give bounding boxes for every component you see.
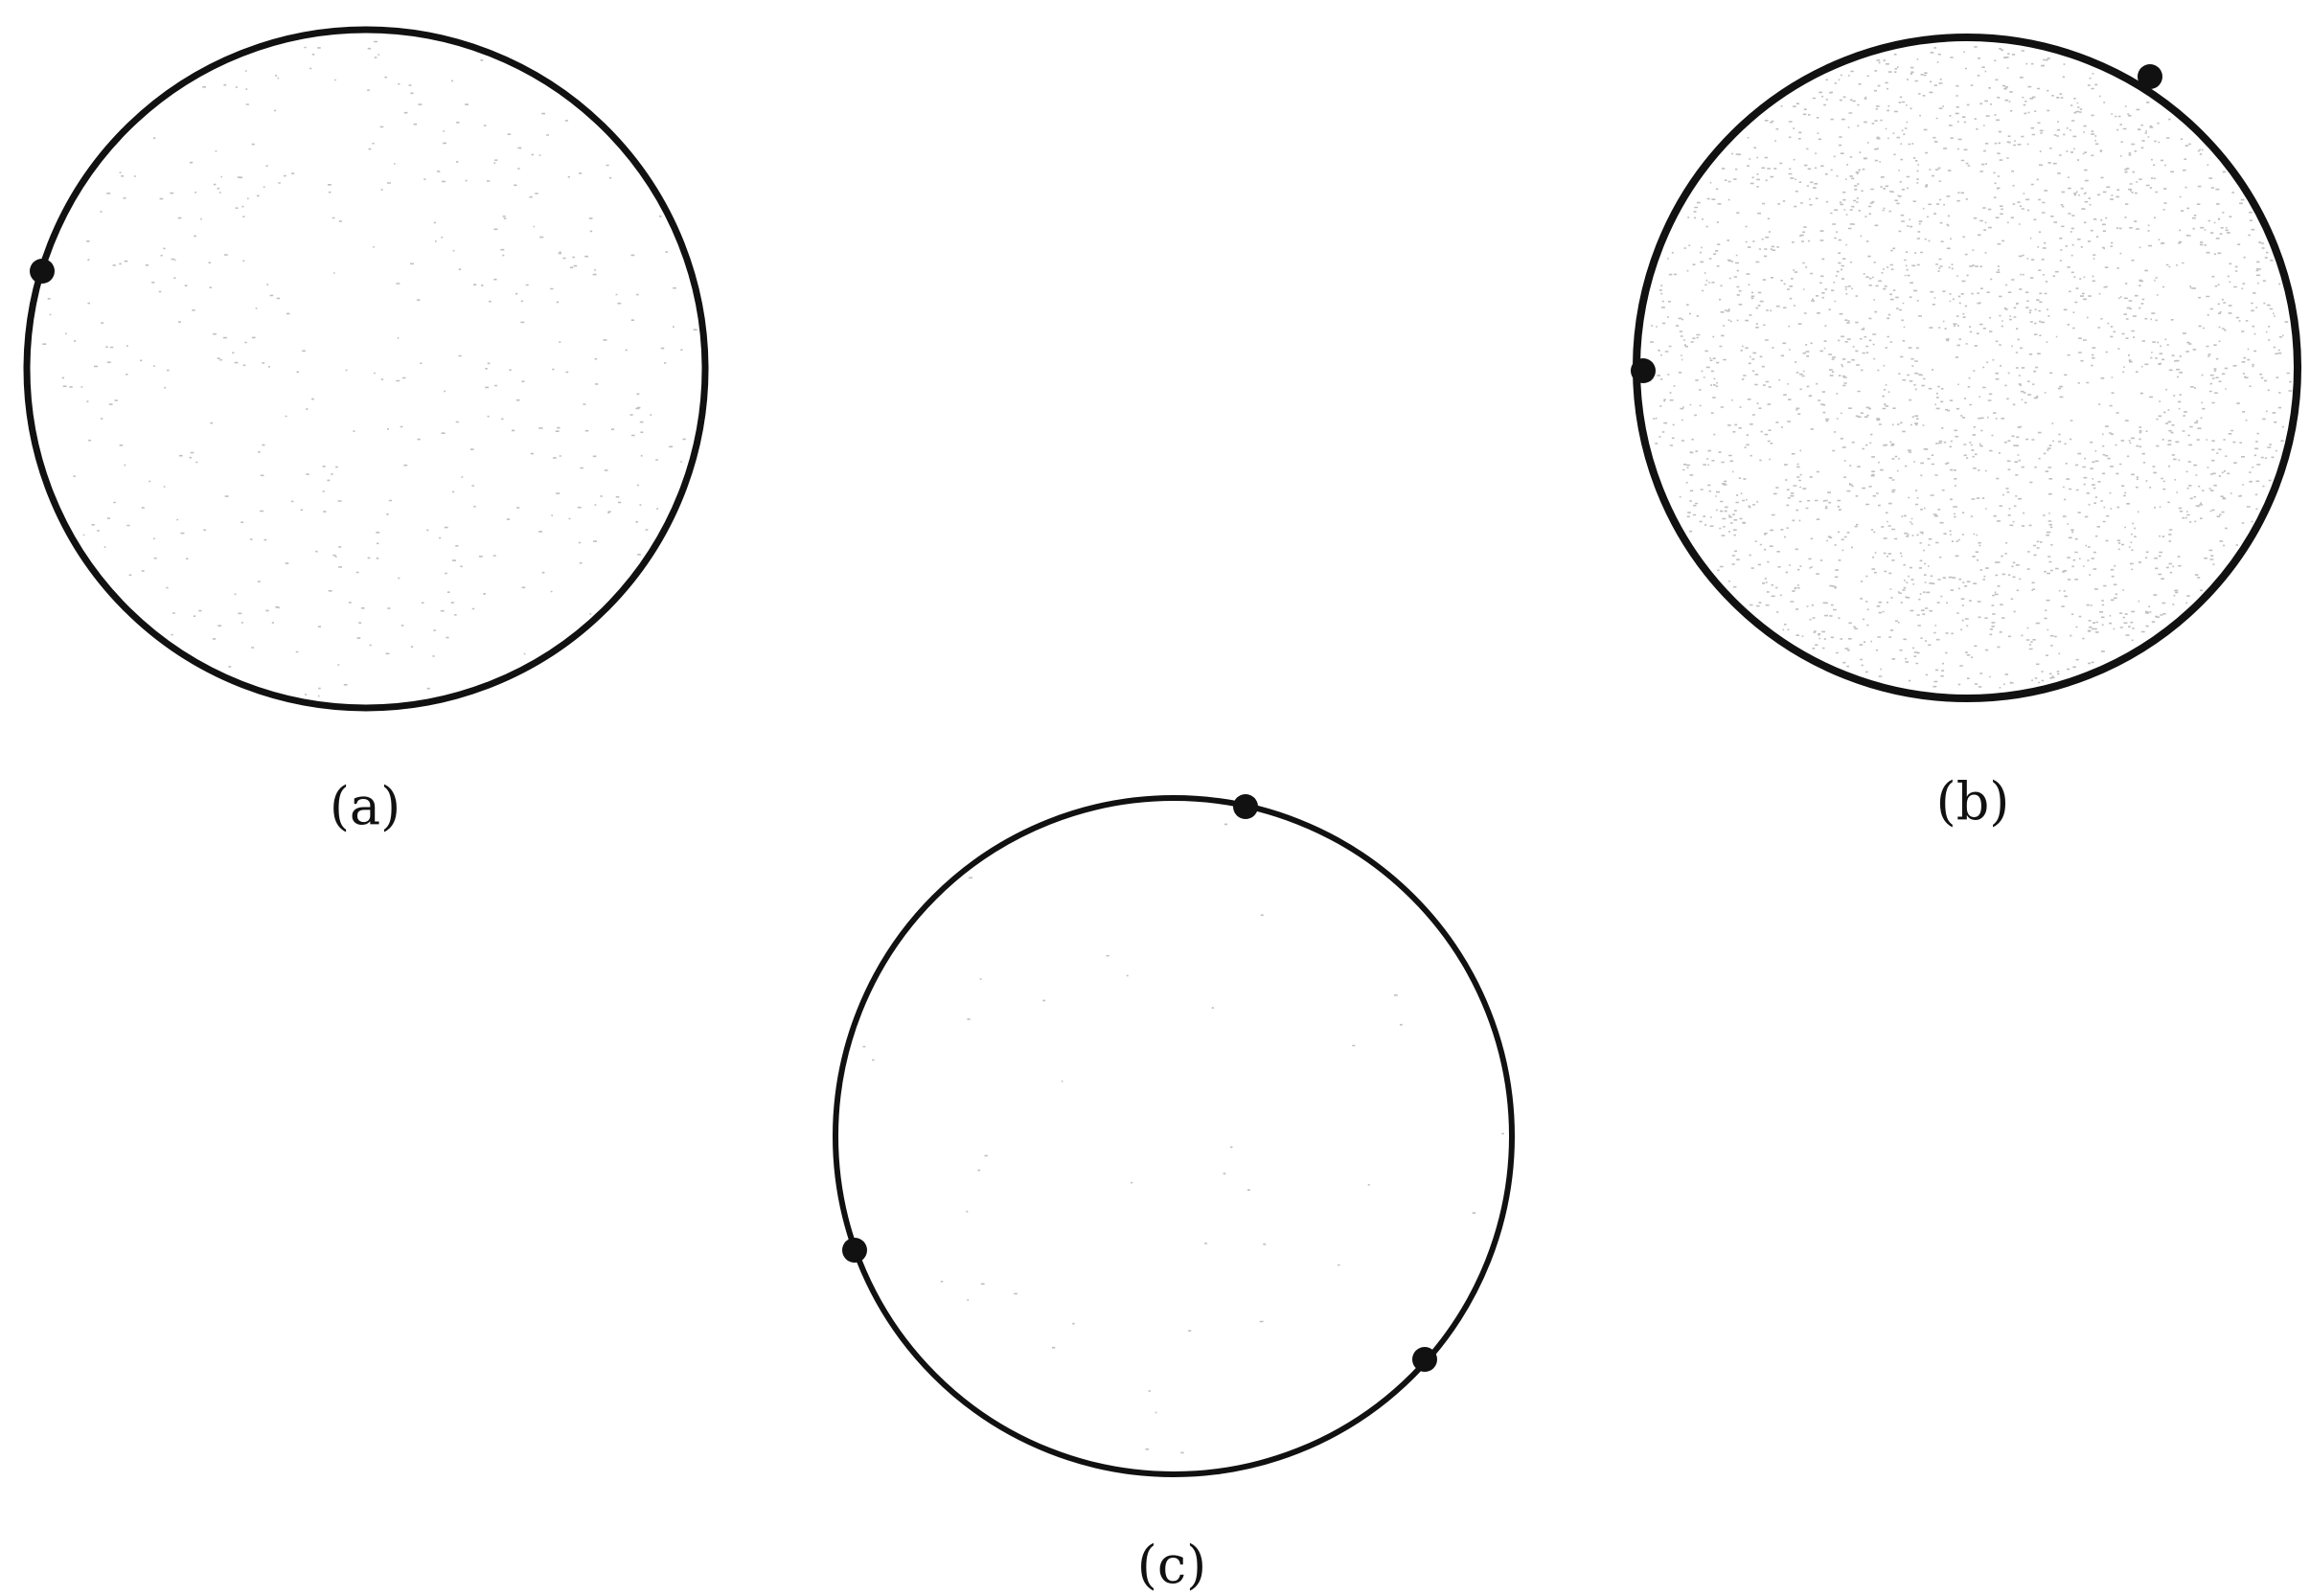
panel-c-marked-point-1 (1233, 794, 1258, 819)
panel-a: (a) (23, 26, 709, 836)
panel-a-marked-point-1 (30, 259, 55, 284)
speckle-texture (1648, 46, 2293, 689)
panel-c-speckle (862, 823, 1504, 1454)
panel-c-marked-point-2 (842, 1238, 867, 1263)
panel-b-speckle (1648, 46, 2293, 689)
panel-b: (b) (1631, 34, 2301, 832)
speckle-texture (42, 40, 698, 697)
panel-b-marked-point-1 (1631, 358, 1656, 383)
panel-b-marked-point-2 (2138, 64, 2162, 89)
panel-c: (c) (833, 794, 1515, 1595)
speckle-texture (862, 823, 1504, 1454)
panel-c-circle (833, 795, 1515, 1477)
panel-c-caption: (c) (1137, 1535, 1206, 1595)
panel-a-circle (23, 26, 709, 712)
panel-b-caption: (b) (1936, 771, 2010, 832)
panel-a-caption: (a) (330, 776, 400, 836)
panel-b-circle (1633, 34, 2301, 702)
panel-a-speckle (42, 40, 698, 697)
panel-c-marked-point-3 (1412, 1347, 1437, 1372)
